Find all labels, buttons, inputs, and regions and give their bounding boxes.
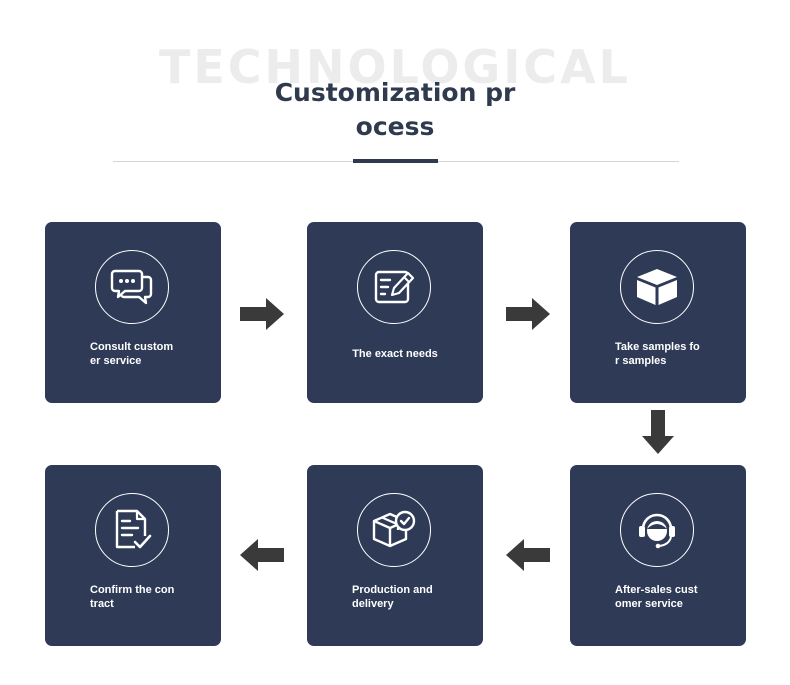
step-label-line-1: The exact needs [352, 348, 438, 360]
step-label: Consult custom er service [90, 340, 200, 368]
step-icon-circle [95, 250, 169, 324]
step-card-exact-needs: The exact needs [307, 222, 483, 403]
step-icon-circle [620, 493, 694, 567]
watermark-text: TECHNOLOGICAL [159, 40, 631, 90]
step-label-line-1: Take samples fo [615, 341, 700, 353]
cube-icon [637, 269, 677, 305]
step-card-samples: Take samples fo r samples [570, 222, 746, 403]
step-label-line-2: delivery [352, 598, 394, 610]
step-icon-circle [620, 250, 694, 324]
step-label-line-2: tract [90, 598, 114, 610]
edit-document-icon [374, 270, 415, 304]
step-label-line-1: Production and [352, 584, 433, 596]
contract-check-icon [115, 509, 152, 549]
arrow-left-icon [240, 539, 284, 571]
chat-bubbles-icon [110, 269, 153, 305]
page-title-line-2: ocess [355, 112, 435, 141]
step-icon-circle [357, 250, 431, 324]
step-icon-circle [95, 493, 169, 567]
step-label-line-2: omer service [615, 598, 683, 610]
step-label-line-1: Consult custom [90, 341, 174, 353]
step-label-line-1: After-sales cust [615, 584, 698, 596]
step-card-consult: Consult custom er service [45, 222, 221, 403]
step-card-contract: Confirm the con tract [45, 465, 221, 646]
step-label-line-2: er service [90, 355, 142, 367]
arrow-right-icon [506, 298, 550, 330]
step-label: Take samples fo r samples [615, 340, 725, 368]
step-label: Production and delivery [352, 583, 462, 611]
step-label-line-2: r samples [615, 355, 667, 367]
step-label: The exact needs [307, 347, 483, 361]
step-icon-circle [357, 493, 431, 567]
page-title: Customization pr ocess [0, 76, 790, 144]
step-label: Confirm the con tract [90, 583, 200, 611]
step-card-production: Production and delivery [307, 465, 483, 646]
box-check-icon [372, 510, 416, 548]
step-label: After-sales cust omer service [615, 583, 725, 611]
step-label-line-1: Confirm the con [90, 584, 175, 596]
headset-agent-icon [639, 513, 675, 549]
step-card-after-sales: After-sales cust omer service [570, 465, 746, 646]
arrow-right-icon [240, 298, 284, 330]
arrow-left-icon [506, 539, 550, 571]
page-title-line-1: Customization pr [274, 78, 516, 107]
arrow-down-icon [642, 410, 674, 454]
title-divider-accent [353, 159, 438, 163]
